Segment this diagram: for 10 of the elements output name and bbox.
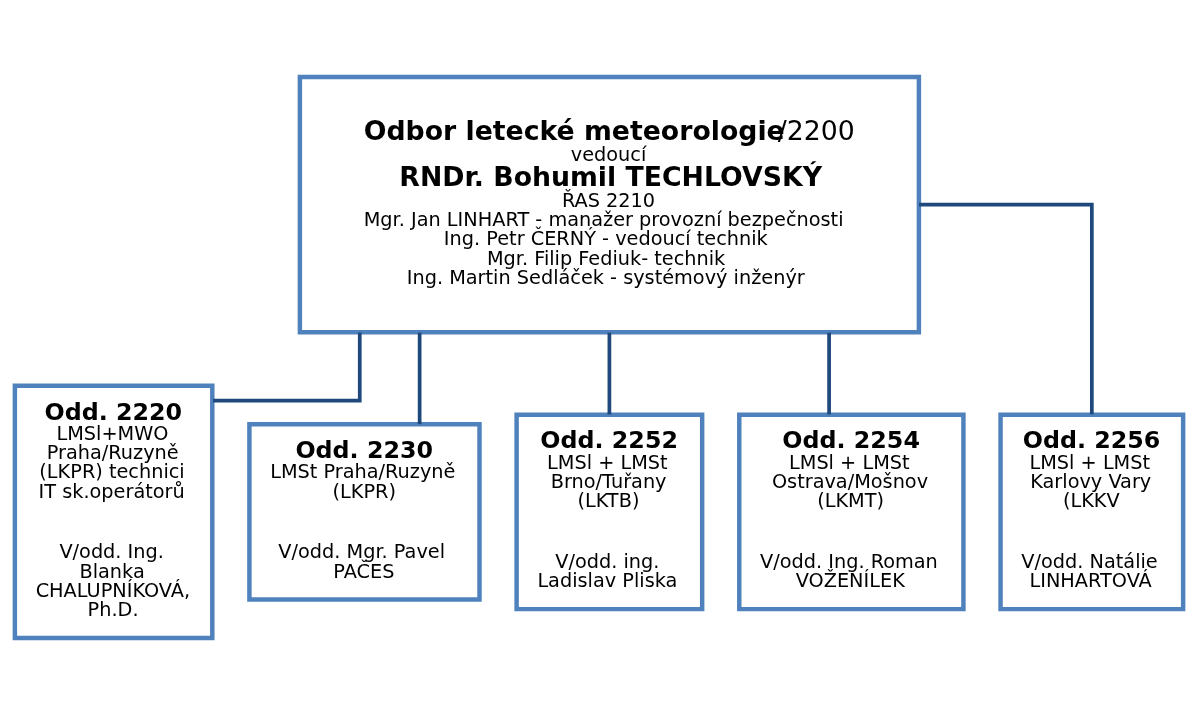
node-box: Odd. 2252 LMSl + LMSt Brno/Tuřany (LKTB) V/odd. ing. Ladislav Pliska xyxy=(514,412,705,612)
connector xyxy=(919,202,1094,415)
connector xyxy=(213,332,362,403)
connector xyxy=(417,332,422,425)
connector xyxy=(827,332,831,415)
node-box: Odd. 2230 LMSt Praha/Ruzyně (LKPR) V/odd. Mgr. Pavel PAČES xyxy=(247,422,482,602)
connector xyxy=(607,332,612,415)
node-box: Odd. 2220 LMSl+MWO Praha/Ruzyně (LKPR) technici IT sk.operátorů V/odd. Ing. Blanka CHALUPNÍKOVÁ, Ph.D. xyxy=(12,383,215,641)
node-box: Odd. 2256 LMSl + LMSt Karlovy Vary (LKKV V/odd. Natálie LINHARTOVÁ xyxy=(998,412,1186,612)
node-box: Odd. 2254 LMSl + LMSt Ostrava/Mošnov (LKMT) V/odd. Ing. Roman VOŽENÍLEK xyxy=(737,412,966,612)
